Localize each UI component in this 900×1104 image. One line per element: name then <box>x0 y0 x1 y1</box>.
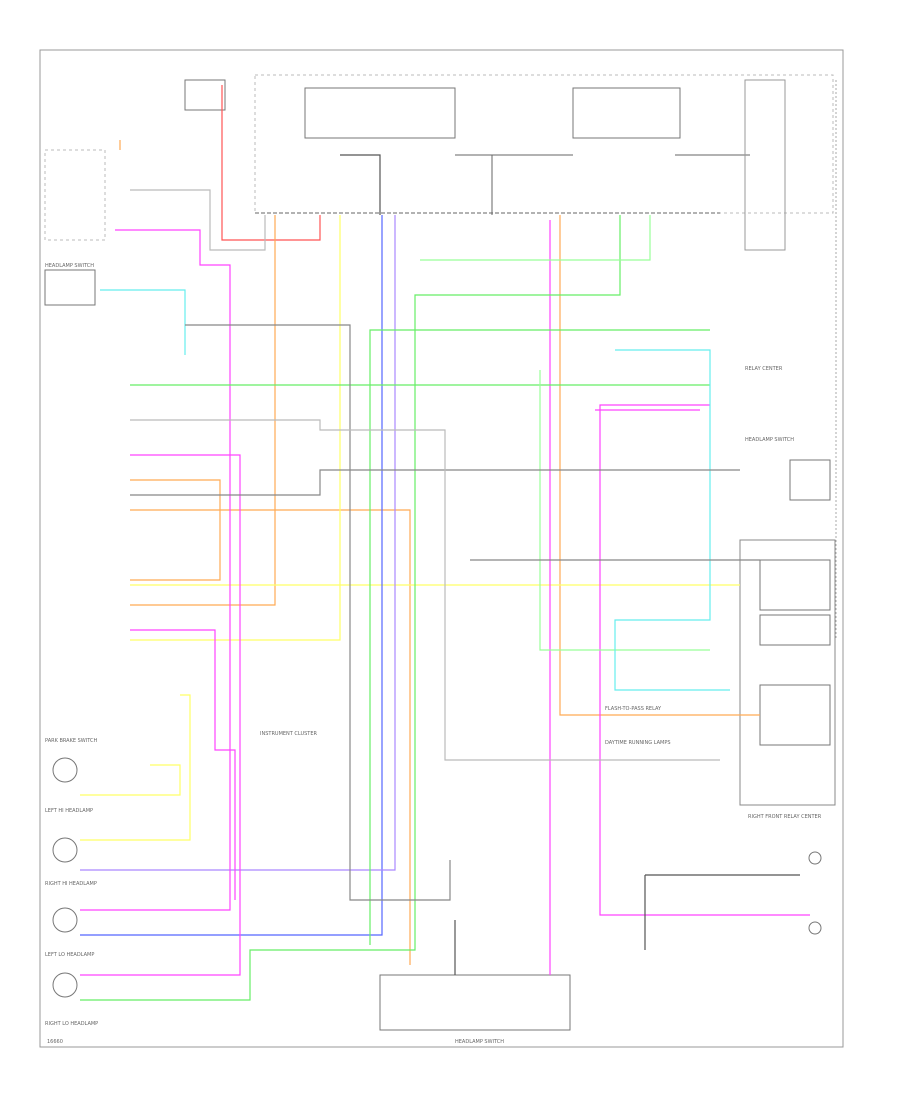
flash-relay-box <box>759 559 831 611</box>
wire-dark-31 <box>340 154 381 215</box>
lamp-lh-lo <box>52 837 78 863</box>
headlamp-switch-bottom <box>379 974 571 1031</box>
wire-gray-27 <box>130 469 740 496</box>
lamp-rh-lo <box>52 972 78 998</box>
daytime-relay-box <box>759 614 831 646</box>
wire-green-19 <box>369 329 710 945</box>
label-front-relay: RIGHT FRONT RELAY CENTER <box>748 814 822 820</box>
lamp-right-1 <box>808 851 822 865</box>
label-park-brake: PARK BRAKE SWITCH <box>45 738 97 744</box>
wire-lightgreen-21 <box>539 370 710 651</box>
wire-dark-30 <box>644 874 800 950</box>
wire-pink-14 <box>599 404 810 916</box>
wire-red-0 <box>221 85 321 241</box>
page-code: 16660 <box>47 1039 63 1045</box>
headlamp-relay-right <box>572 87 681 139</box>
wire-layer <box>80 85 810 1001</box>
outer-frame <box>39 49 844 1048</box>
headlamp-switch-block <box>44 269 96 306</box>
wire-green-20 <box>80 330 416 1001</box>
ignition-box <box>184 79 226 111</box>
label-rf-headlamp: RIGHT HI HEADLAMP <box>45 881 97 887</box>
lamp-right-2 <box>808 921 822 935</box>
relay-box-right-edge <box>744 79 786 251</box>
lamp-lh-hi <box>52 907 78 933</box>
wire-cyan-24 <box>614 349 730 691</box>
wire-pink-11 <box>80 229 231 911</box>
wire-violet-10 <box>80 215 396 871</box>
wire-lightgreen-22 <box>420 215 651 261</box>
left-switch-panel <box>44 149 106 241</box>
wire-yellow-8 <box>80 764 181 796</box>
right-connector-top <box>789 459 831 501</box>
footer-switch-label: HEADLAMP SWITCH <box>455 1039 504 1045</box>
wire-pink-13 <box>130 629 236 900</box>
wire-yellow-5 <box>130 215 341 641</box>
wire-orange-3 <box>130 509 411 965</box>
label-rh-lo: RIGHT LO HEADLAMP <box>45 1021 98 1027</box>
label-flash-relay: FLASH-TO-PASS RELAY <box>605 706 662 712</box>
label-lamp-switch: HEADLAMP SWITCH <box>45 263 94 269</box>
headlamp-relay-left <box>304 87 456 139</box>
wire-lightgray-29 <box>130 189 266 251</box>
wire-green-18 <box>414 215 621 330</box>
label-relay-center: RELAY CENTER <box>745 366 783 372</box>
wire-blue-9 <box>80 215 383 936</box>
wire-pink-12 <box>80 454 241 976</box>
label-lh-lo: LEFT LO HEADLAMP <box>45 952 94 958</box>
label-lf-headlamp: LEFT HI HEADLAMP <box>45 808 93 814</box>
label-right-panel: HEADLAMP SWITCH <box>745 437 794 443</box>
wire-orange-2 <box>559 215 760 716</box>
right-connector-panel <box>739 539 836 806</box>
lamp-symbols <box>52 757 822 998</box>
wire-lightgray-28 <box>130 419 720 761</box>
relay-box-bottom <box>759 684 831 746</box>
label-daytime: DAYTIME RUNNING LAMPS <box>605 740 671 746</box>
wire-cyan-23 <box>100 289 186 355</box>
label-cluster: INSTRUMENT CLUSTER <box>260 731 318 737</box>
wire-orange-4 <box>130 479 221 581</box>
lamp-lh-park <box>52 757 78 783</box>
wire-yellow-7 <box>80 694 191 841</box>
wire-orange-1 <box>119 140 276 606</box>
wire-gray-25 <box>185 324 451 901</box>
fuse-block-top <box>254 74 834 214</box>
